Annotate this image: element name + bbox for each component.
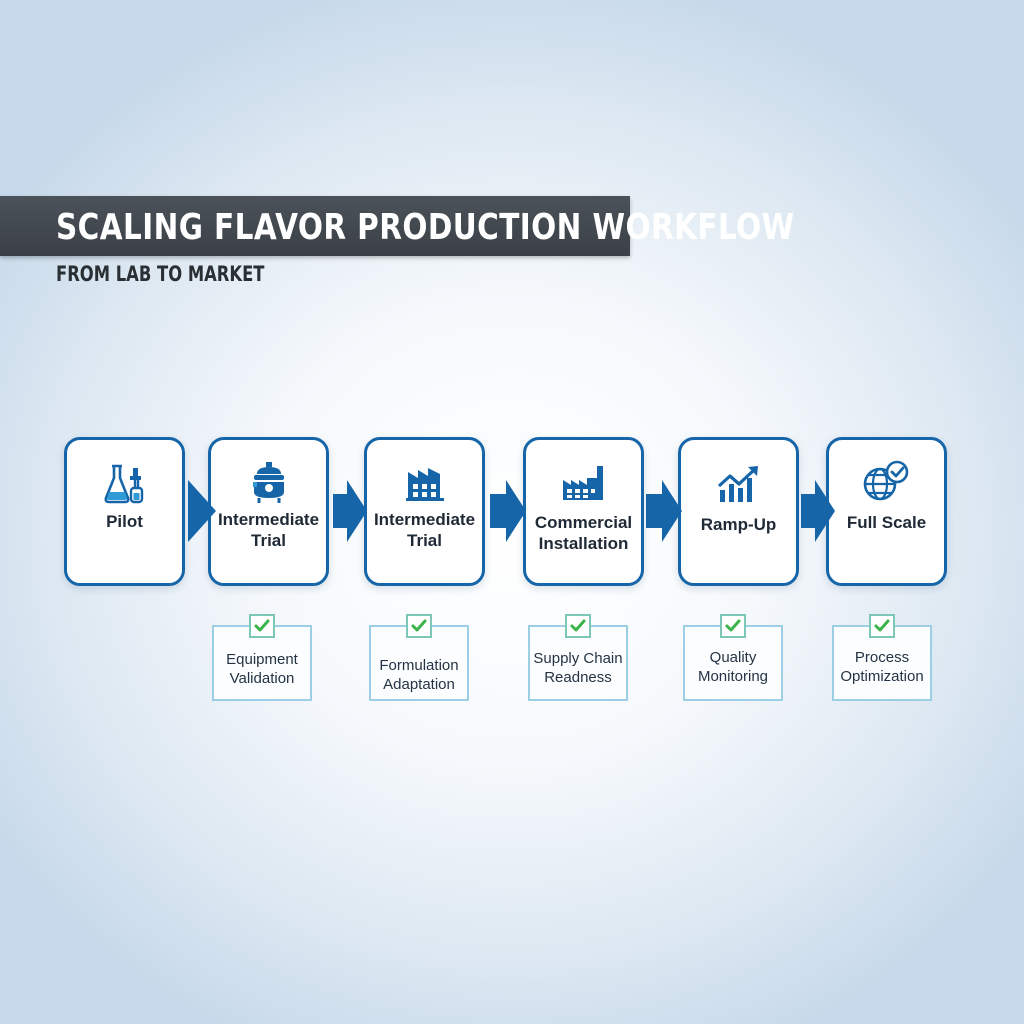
lab-flask-icon — [102, 462, 148, 509]
checkpoint-label: Quality Monitoring — [697, 649, 769, 685]
globe-check-icon — [862, 460, 912, 509]
tank-icon — [249, 460, 289, 509]
arrow-right-icon — [646, 480, 682, 547]
title-bar: SCALING FLAVOR PRODUCTION WORKFLOW — [0, 196, 794, 256]
checkmark-icon — [249, 614, 275, 638]
growth-chart-icon — [716, 464, 762, 509]
industrial-plant-icon — [561, 464, 607, 507]
page-subtitle: FROM LAB TO MARKET — [56, 262, 265, 286]
stage-ramp-up: Ramp-Up — [678, 437, 799, 586]
stage-label: Ramp-Up — [700, 515, 777, 534]
arrow-right-icon — [333, 480, 367, 547]
page-title: SCALING FLAVOR PRODUCTION WORKFLOW — [56, 207, 795, 248]
checkmark-icon — [720, 614, 746, 638]
checkpoint-process-optimization: Process Optimization — [832, 614, 932, 701]
stage-intermediate-trial-2: Intermediate Trial — [364, 437, 485, 586]
stage-commercial-installation: Commercial Installation — [523, 437, 644, 586]
stage-intermediate-trial-1: Intermediate Trial — [208, 437, 329, 586]
checkpoint-label: Equipment Validation — [226, 651, 298, 687]
checkmark-icon — [565, 614, 591, 638]
factory-icon — [404, 460, 446, 507]
checkpoint-label: Process Optimization — [840, 649, 924, 685]
stage-full-scale: Full Scale — [826, 437, 947, 586]
stage-label: Pilot — [106, 512, 143, 531]
checkpoint-equipment-validation: Equipment Validation — [212, 614, 312, 701]
stage-label: Intermediate Trial — [373, 510, 476, 550]
arrow-right-icon — [188, 480, 216, 547]
checkmark-icon — [406, 614, 432, 638]
checkpoint-label: Supply Chain Readness — [533, 650, 623, 686]
checkpoint-label: Formulation Adaptation — [379, 657, 459, 693]
checkpoint-formulation-adaptation: Formulation Adaptation — [369, 614, 469, 701]
arrow-right-icon — [490, 480, 526, 547]
stage-label: Intermediate Trial — [217, 510, 320, 550]
checkpoint-quality-monitoring: Quality Monitoring — [683, 614, 783, 701]
checkmark-icon — [869, 614, 895, 638]
stage-label: Commercial Installation — [534, 513, 633, 553]
arrow-right-icon — [801, 480, 835, 547]
stage-pilot: Pilot — [64, 437, 185, 586]
checkpoint-supply-chain-readness: Supply Chain Readness — [528, 614, 628, 701]
stage-label: Full Scale — [846, 513, 927, 532]
